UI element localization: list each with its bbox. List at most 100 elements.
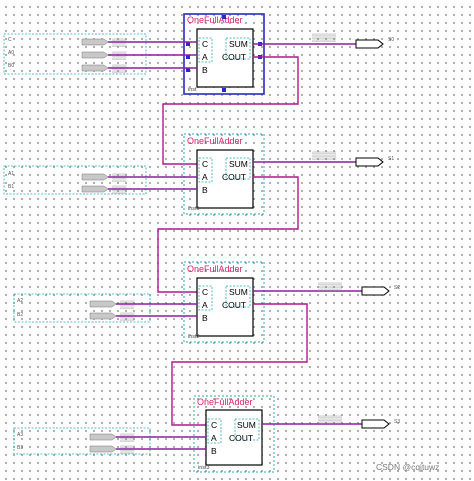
block-1-output: ▒▒▒▒▒ S1 bbox=[253, 151, 394, 167]
full-adder-block-0[interactable]: OneFullAdder C A B SUM COUT inst bbox=[183, 13, 265, 95]
block-2-port-cout: COUT bbox=[222, 300, 246, 310]
block-1-port-b: B bbox=[202, 185, 208, 195]
block-2-port-a: A bbox=[202, 300, 208, 310]
block-1-output-label-smudge: ▒▒▒▒▒ bbox=[312, 151, 336, 161]
block-1-input-name-b1: B1 bbox=[8, 184, 14, 190]
block-3-input-pin[interactable] bbox=[89, 445, 117, 453]
block-0-body bbox=[196, 28, 254, 88]
block-0-handle[interactable] bbox=[222, 88, 226, 92]
block-2-input-group-frame bbox=[13, 293, 151, 323]
full-adder-block-1[interactable]: OneFullAdder C A B SUM COUT inst1 bbox=[183, 133, 265, 215]
block-3-input-port-box bbox=[207, 418, 222, 444]
block-0-input-wires bbox=[108, 41, 197, 69]
block-1-output-pin[interactable] bbox=[355, 157, 384, 167]
block-3-title: OneFullAdder bbox=[197, 397, 253, 407]
block-0-input-pin[interactable] bbox=[81, 38, 109, 46]
block-1-port-c: C bbox=[202, 159, 208, 169]
block-1-instance: inst1 bbox=[188, 206, 200, 212]
block-0-input-pin[interactable] bbox=[81, 51, 109, 59]
block-2-input-pin[interactable] bbox=[89, 312, 117, 320]
block-2-frame bbox=[183, 261, 265, 343]
block-1-body bbox=[196, 149, 254, 209]
block-0-selection-frame bbox=[183, 13, 265, 95]
carry-wire-1-to-2 bbox=[157, 176, 299, 293]
block-2-output-name: S2 bbox=[394, 285, 400, 291]
block-0-input-name-b0: B0 bbox=[8, 63, 14, 69]
block-0-title: OneFullAdder bbox=[187, 15, 243, 25]
block-3-pin-label-smudge: ▒▒▒ bbox=[120, 433, 135, 443]
block-3-output-label-smudge: ▒▒▒▒▒ bbox=[318, 415, 342, 425]
block-0-input-name-a0: A0 bbox=[8, 50, 14, 56]
block-2-input-name-a2: A2 bbox=[17, 298, 23, 304]
block-0-port-cout: COUT bbox=[222, 52, 246, 62]
block-0-pin-label-smudge: ▒▒▒ bbox=[112, 38, 127, 48]
block-3-output: ▒▒▒▒▒ S3 bbox=[262, 415, 400, 429]
block-0-input-pin[interactable] bbox=[81, 64, 109, 72]
block-3-pin-label-smudge: ▒▒▒ bbox=[120, 445, 135, 455]
block-2-pin-label-smudge: ▒▒▒ bbox=[120, 312, 135, 322]
block-2-port-b: B bbox=[202, 313, 208, 323]
block-0-output-port-box bbox=[225, 37, 251, 60]
block-1-input-port-box bbox=[198, 157, 213, 183]
block-1-input-pin[interactable] bbox=[81, 173, 109, 181]
block-1-input-pins: A1 B1 ▒▒▒ ▒▒▒ bbox=[3, 165, 197, 195]
block-3-port-cout: COUT bbox=[229, 433, 253, 443]
block-0-handle[interactable] bbox=[186, 42, 190, 46]
block-1-input-name-a1: A1 bbox=[8, 171, 14, 177]
block-3-output-name: S3 bbox=[394, 419, 400, 425]
block-2-input-port-box bbox=[198, 285, 213, 311]
block-1-frame bbox=[183, 133, 265, 215]
block-3-port-sum: SUM bbox=[237, 420, 256, 430]
block-2-output-pin[interactable] bbox=[361, 286, 390, 296]
block-2-input-pin[interactable] bbox=[89, 300, 117, 308]
block-2-input-pins: A2 B2 ▒▒▒ ▒▒▒ bbox=[13, 293, 197, 323]
block-0-handle[interactable] bbox=[186, 55, 190, 59]
block-1-input-group-frame bbox=[3, 165, 147, 195]
block-3-frame bbox=[193, 395, 275, 473]
block-3-port-b: B bbox=[211, 446, 217, 456]
block-1-pin-label-smudge: ▒▒▒ bbox=[112, 185, 127, 195]
block-2-pin-label-smudge: ▒▒▒ bbox=[120, 300, 135, 310]
block-0-output: ▒▒▒▒▒ S0 bbox=[253, 33, 394, 49]
block-2-port-c: C bbox=[202, 287, 208, 297]
block-1-port-a: A bbox=[202, 172, 208, 182]
block-2-output: ▒▒▒▒▒ S2 bbox=[253, 282, 400, 296]
full-adder-block-3[interactable]: OneFullAdder C A B SUM COUT inst3 bbox=[193, 395, 275, 473]
block-0-handle[interactable] bbox=[222, 15, 226, 19]
block-0-port-a: A bbox=[202, 52, 208, 62]
block-3-instance: inst3 bbox=[198, 465, 210, 471]
carry-wire-2-to-3 bbox=[171, 303, 308, 426]
block-1-output-port-box bbox=[225, 157, 251, 180]
block-3-input-group-frame bbox=[13, 427, 151, 455]
block-2-body bbox=[196, 277, 254, 337]
carry-wire-0-to-1 bbox=[162, 56, 299, 165]
block-1-input-pin[interactable] bbox=[81, 185, 109, 193]
full-adder-block-2[interactable]: OneFullAdder C A B SUM COUT inst2 bbox=[183, 261, 265, 343]
block-0-output-name: S0 bbox=[388, 37, 394, 43]
watermark: CSDN @cqjtuwz bbox=[376, 462, 439, 472]
block-3-output-pin[interactable] bbox=[361, 419, 390, 429]
block-3-port-a: A bbox=[211, 433, 217, 443]
block-2-input-name-b2: B2 bbox=[17, 312, 23, 318]
block-2-instance: inst2 bbox=[188, 334, 200, 340]
block-0-port-c: C bbox=[202, 39, 208, 49]
block-3-input-pin[interactable] bbox=[89, 433, 117, 441]
block-3-output-port-box bbox=[234, 418, 260, 441]
block-0-port-sum: SUM bbox=[229, 39, 248, 49]
block-3-input-name-a3: A3 bbox=[17, 432, 23, 438]
block-0-input-port-box bbox=[198, 37, 213, 63]
block-3-port-c: C bbox=[211, 420, 217, 430]
block-0-port-b: B bbox=[202, 65, 208, 75]
block-0-handle[interactable] bbox=[186, 68, 190, 72]
block-3-input-name-b3: B3 bbox=[17, 445, 23, 451]
block-0-output-pin[interactable] bbox=[355, 39, 384, 49]
block-2-title: OneFullAdder bbox=[187, 264, 243, 274]
block-0-input-pins: C A0 B0 ▒▒▒ ▒▒▒ ▒▒▒ bbox=[3, 33, 197, 75]
block-2-output-label-smudge: ▒▒▒▒▒ bbox=[318, 282, 342, 292]
block-0-input-name-c: C bbox=[8, 37, 12, 43]
block-1-output-name: S1 bbox=[388, 156, 394, 162]
block-3-input-pins: A3 B3 ▒▒▒ ▒▒▒ bbox=[13, 427, 206, 455]
block-0-pin-label-smudge: ▒▒▒ bbox=[112, 51, 127, 61]
